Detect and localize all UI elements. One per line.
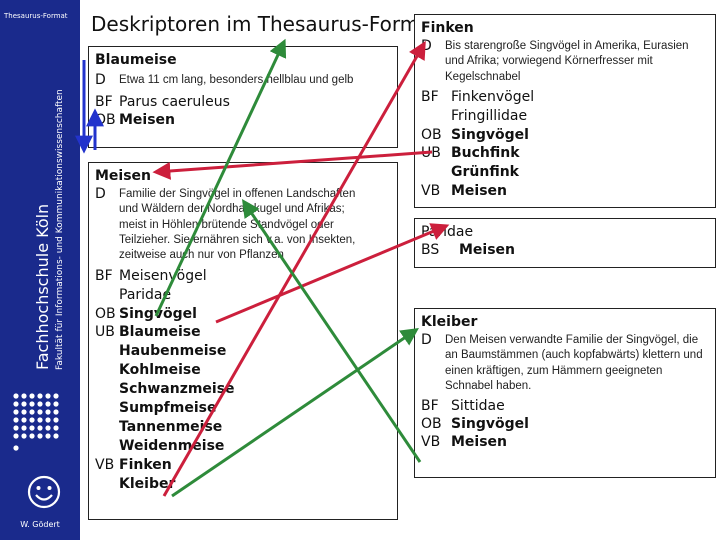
narrower-term: Weidenmeise (119, 438, 225, 455)
relation-code: BF (95, 268, 113, 285)
related-term: Kleiber (119, 476, 176, 493)
narrower-term: Kohlmeise (119, 362, 201, 379)
descriptor-heading: Meisen (95, 168, 152, 184)
relation-code: VB (421, 182, 441, 199)
relation-code: VB (95, 457, 115, 474)
narrower-term: Haubenmeise (119, 343, 227, 360)
definition-text: Etwa 11 cm lang, besonders hellblau und … (119, 74, 354, 86)
page-title: Deskriptoren im Thesaurus-Format (91, 12, 440, 36)
descriptor-finken: Finken D Bis starengroße Singvögel in Am… (414, 14, 716, 208)
descriptor-heading: Blaumeise (95, 52, 177, 68)
smiley-icon (27, 475, 61, 509)
narrower-term: Blaumeise (119, 324, 201, 341)
relation-code: D (95, 186, 106, 202)
relation-value: Fringillidae (451, 107, 528, 124)
related-term: Finken (119, 457, 172, 474)
descriptor-kleiber: Kleiber D Den Meisen verwandte Familie d… (414, 308, 716, 478)
related-term: Meisen (451, 182, 508, 199)
relation-value: Meisenvögel (119, 268, 207, 285)
relation-value: Finkenvögel (451, 88, 535, 105)
relation-value: Singvögel (451, 416, 529, 433)
relation-code: OB (95, 306, 116, 323)
narrower-term: Grünfink (451, 163, 519, 180)
relation-code: BF (95, 94, 113, 110)
related-term: Meisen (451, 434, 508, 451)
relation-code: D (95, 72, 106, 88)
relation-value: Parus caeruleus (119, 94, 230, 110)
sidebar-vertical-text: Fachhochschule Köln Fakultät für Informa… (6, 20, 68, 380)
relation-code: D (421, 38, 432, 54)
sidebar-author: W. Gödert (20, 520, 60, 529)
relation-code: BF (421, 398, 439, 415)
descriptor-heading: Kleiber (421, 314, 478, 330)
narrower-term: Schwanzmeise (119, 381, 235, 398)
relation-code: D (421, 332, 432, 348)
narrower-term: Sumpfmeise (119, 400, 217, 417)
descriptor-paridae: Paridae BS Meisen (414, 218, 716, 268)
relation-code: VB (421, 434, 441, 451)
relation-code: OB (421, 126, 442, 143)
narrower-term: Tannenmeise (119, 419, 223, 436)
sidebar-faculty: Fakultät für Informations- und Kommunika… (55, 89, 65, 370)
sidebar-institution: Fachhochschule Köln (33, 204, 52, 370)
descriptor-heading: Finken (421, 20, 474, 36)
relation-value: Singvögel (119, 306, 197, 323)
definition-text: Familie der Singvögel in offenen Landsch… (119, 188, 356, 262)
dot-pattern-logo (13, 393, 59, 451)
narrower-term: Buchfink (451, 144, 520, 161)
sidebar: Thesaurus-Format Fachhochschule Köln Fak… (0, 0, 80, 540)
relation-code: UB (95, 324, 115, 341)
relation-value: Meisen (459, 242, 516, 258)
relation-value: Sittidae (451, 398, 505, 415)
relation-code: BS (421, 242, 440, 258)
relation-value: Singvögel (451, 126, 529, 143)
relation-value: Meisen (119, 112, 176, 128)
relation-code: BF (421, 88, 439, 105)
descriptor-blaumeise: Blaumeise D Etwa 11 cm lang, besonders h… (88, 46, 398, 148)
definition-text: Bis starengroße Singvögel in Amerika, Eu… (445, 40, 689, 83)
descriptor-heading: Paridae (421, 224, 474, 240)
sidebar-top-label: Thesaurus-Format (4, 12, 68, 20)
relation-code: UB (421, 144, 441, 161)
definition-text: Den Meisen verwandte Familie der Singvög… (445, 334, 703, 392)
relation-value: Paridae (119, 287, 172, 304)
relation-code: OB (95, 112, 116, 128)
descriptor-meisen: Meisen D Familie der Singvögel in offene… (88, 162, 398, 520)
relation-code: OB (421, 416, 442, 433)
